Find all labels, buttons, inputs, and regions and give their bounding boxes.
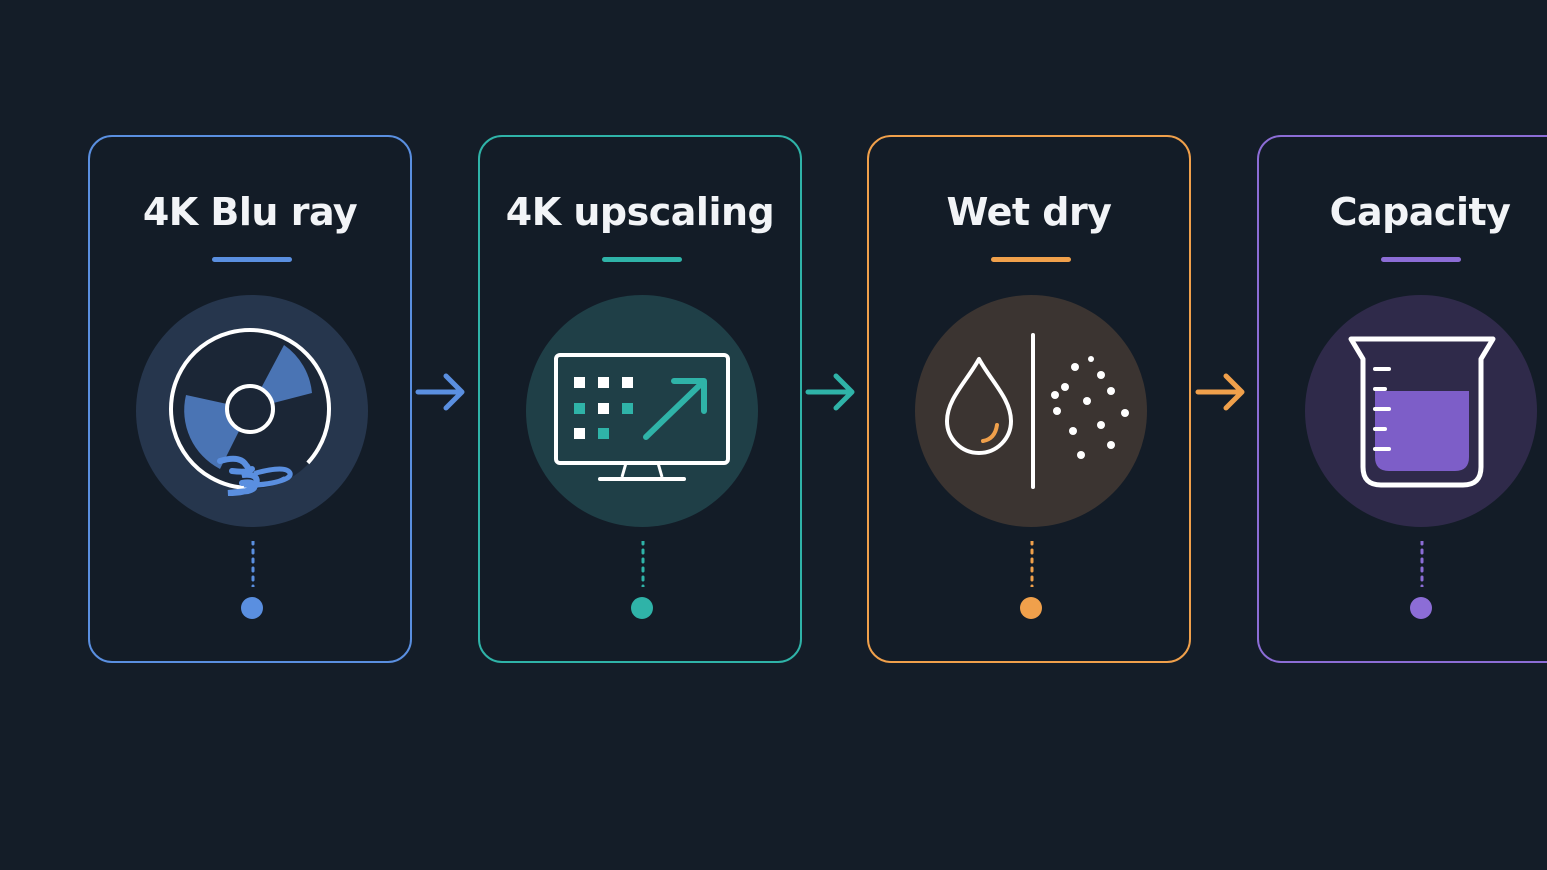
- step-card-capacity: Capacity: [1257, 135, 1547, 663]
- arrow-right-icon: [415, 373, 465, 411]
- dotted-connector: [1030, 541, 1034, 587]
- step-title: Wet dry: [946, 190, 1112, 234]
- title-underline: [991, 257, 1071, 262]
- wet-dry-icon: [945, 333, 1129, 489]
- dotted-connector: [1420, 541, 1424, 587]
- icon-circle: [1305, 295, 1537, 527]
- step-title: Capacity: [1329, 190, 1511, 234]
- arrow-right-icon: [1195, 373, 1245, 411]
- arrow-right-icon: [805, 373, 855, 411]
- step-title: 4K Blu ray: [142, 190, 358, 234]
- title-underline: [602, 257, 682, 262]
- title-underline: [212, 257, 292, 262]
- step-card-upscaling: 4K upscaling: [478, 135, 802, 663]
- blu-ray-disc-icon: [169, 328, 331, 496]
- icon-circle: [915, 295, 1147, 527]
- step-dot: [1020, 597, 1042, 619]
- title-underline: [1381, 257, 1461, 262]
- step-title: 4K upscaling: [505, 190, 775, 234]
- dotted-connector: [641, 541, 645, 587]
- step-card-wet-dry: Wet dry: [867, 135, 1191, 663]
- step-dot: [631, 597, 653, 619]
- dotted-connector: [251, 541, 255, 587]
- step-dot: [1410, 597, 1432, 619]
- upscaling-monitor-icon: [554, 353, 730, 481]
- icon-circle: [136, 295, 368, 527]
- step-dot: [241, 597, 263, 619]
- step-card-blu-ray: 4K Blu ray: [88, 135, 412, 663]
- icon-circle: [526, 295, 758, 527]
- capacity-beaker-icon: [1348, 336, 1496, 488]
